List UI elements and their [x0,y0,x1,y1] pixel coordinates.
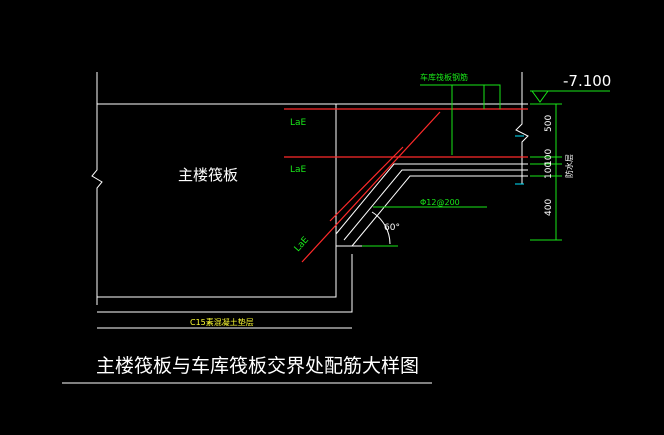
dim-100a-label: 100 [544,149,554,166]
cyan-marks [515,135,524,185]
side-note-label: 防水层 [564,154,574,178]
elevation-label: -7.100 [563,72,611,90]
elevation-triangle [531,90,549,103]
right-break-line [515,72,529,184]
anchorage-lower-label: LaE [290,165,307,175]
anchorage-upper-label: LaE [290,118,307,128]
outer-bottom-line [97,254,353,313]
slab-label: 主楼筏板 [178,166,238,184]
green-annotations [362,84,610,247]
bent-bar-1 [335,163,528,235]
dim-100b-label: 100 [544,162,554,179]
note-leader-top [420,84,501,109]
bottom-step-line [97,245,362,298]
drawing-title: 主楼筏板与车库筏板交界处配筋大样图 [96,355,419,377]
left-edge-line [91,72,103,305]
bent-bar-2 [343,169,528,241]
rebar-spec-label: Φ12@200 [420,198,460,207]
slab-outline [62,72,529,384]
dim-400-label: 400 [544,199,554,216]
dim-500-label: 500 [544,115,554,132]
anchorage-diagonal-label: LaE [293,235,311,254]
bedding-note-label: C15素混凝土垫层 [190,317,254,327]
rebar-lines [284,108,528,263]
top-note-label: 车库筏板钢筋 [420,72,468,82]
upper-return-rebar [329,146,404,222]
diagonal-rebar-line [301,111,441,263]
bent-bars [335,163,528,247]
bent-bar-3 [351,175,528,247]
angle-label: 60° [384,223,400,233]
angle-arc [371,211,391,245]
